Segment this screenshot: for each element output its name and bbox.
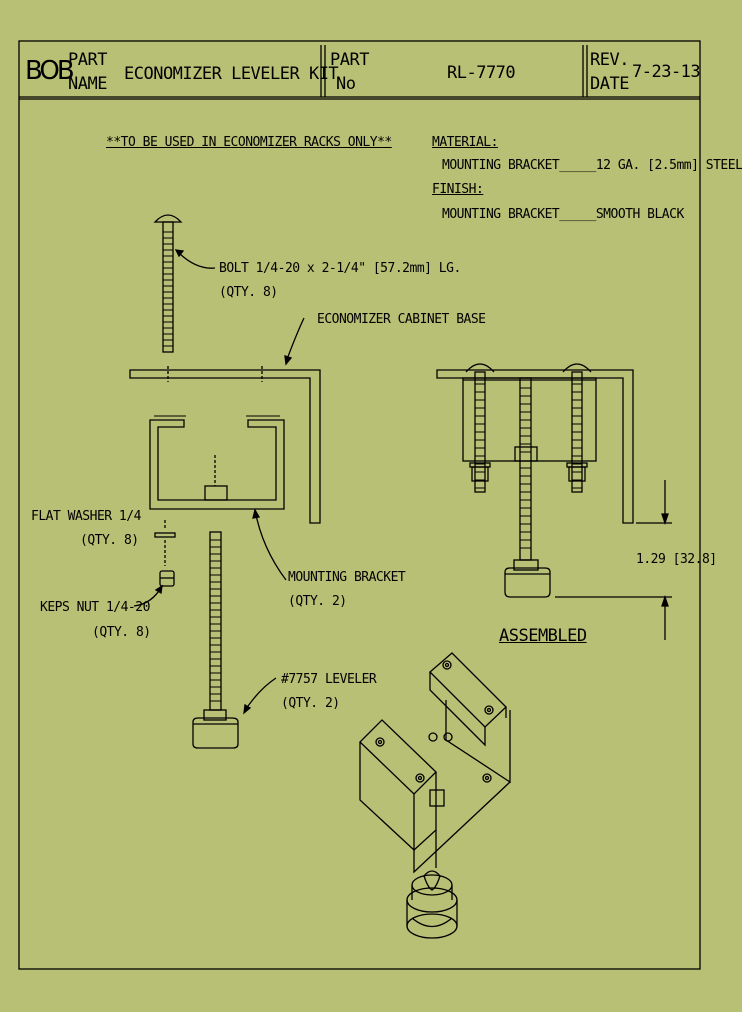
cabinet-base-callout: ECONOMIZER CABINET BASE (317, 312, 486, 327)
finish-heading: FINISH: (432, 182, 484, 197)
rev-date-value: 7-23-13 (632, 62, 701, 82)
technical-drawing (18, 40, 701, 970)
drawing-sheet: BOB PART NAME ECONOMIZER LEVELER KIT PAR… (18, 40, 742, 970)
company-logo: BOB (25, 56, 75, 86)
mounting-bracket-exploded (149, 415, 285, 510)
bolt-exploded (153, 214, 183, 353)
leveler-callout-line-1: #7757 LEVELER (281, 672, 377, 687)
assembled-view (436, 363, 634, 598)
bracket-callout-line-2: (QTY. 2) (288, 594, 347, 609)
bolt-threads (163, 231, 173, 347)
part-no-value: RL-7770 (447, 63, 516, 83)
dimension-label: 1.29 [32.8] (636, 552, 717, 567)
washer-callout-line-2: (QTY. 8) (80, 533, 139, 548)
leveler-leader-arrow (243, 703, 252, 715)
keps-nut (159, 570, 175, 587)
nut-callout-line-1: KEPS NUT 1/4-20 (40, 600, 150, 615)
cabinet-leader-arrow (284, 355, 293, 366)
isometric-view (359, 652, 511, 939)
material-line: MOUNTING BRACKET_____12 GA. [2.5mm] STEE… (442, 158, 742, 173)
bracket-callout-line-1: MOUNTING BRACKET (288, 570, 406, 585)
nut-leader-arrow (154, 584, 163, 595)
leveler-exploded (192, 531, 239, 749)
leveler-callout-line-2: (QTY. 2) (281, 696, 340, 711)
part-name-label-1: PART (68, 50, 107, 70)
material-heading: MATERIAL: (432, 135, 498, 150)
part-name-value: ECONOMIZER LEVELER KIT (124, 64, 339, 84)
usage-note: **TO BE USED IN ECONOMIZER RACKS ONLY** (106, 135, 392, 150)
washer-callout-line-1: FLAT WASHER 1/4 (31, 509, 141, 524)
part-no-label-1: PART (330, 50, 369, 70)
finish-line: MOUNTING BRACKET_____SMOOTH BLACK (442, 207, 684, 222)
cabinet-leader (285, 317, 305, 363)
title-block-lines (19, 45, 700, 100)
sheet-border (18, 40, 701, 970)
part-name-label-2: NAME (68, 74, 107, 94)
flat-washer (154, 520, 176, 566)
rev-label-1: REV. (590, 50, 629, 70)
bolt-callout-line-1: BOLT 1/4-20 x 2-1/4" [57.2mm] LG. (219, 261, 461, 276)
cabinet-base-exploded (129, 366, 321, 524)
part-no-label-2: No (336, 74, 356, 94)
assembled-label: ASSEMBLED (499, 626, 587, 646)
bracket-leader-arrow (252, 508, 261, 519)
nut-callout-line-2: (QTY. 8) (92, 625, 151, 640)
bolt-callout-line-2: (QTY. 8) (219, 285, 278, 300)
rev-label-2: DATE (590, 74, 629, 94)
bracket-leader (254, 509, 287, 581)
dimension-lines (555, 480, 672, 640)
bolt-leader-arrow (174, 249, 185, 258)
